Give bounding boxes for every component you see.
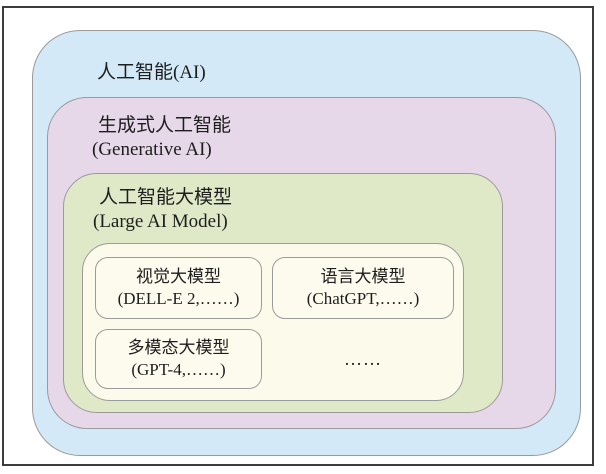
model-box-multimodal: 多模态大模型 (GPT-4,……) <box>95 329 262 389</box>
layer-large-ai-model: 人工智能大模型 (Large AI Model) 视觉大模型 (DELL-E 2… <box>63 173 503 413</box>
model-box-visual: 视觉大模型 (DELL-E 2,……) <box>95 257 262 319</box>
large-model-title-en: (Large AI Model) <box>93 211 228 232</box>
visual-model-name: 视觉大模型 <box>136 267 221 286</box>
generative-title-zh: 生成式人工智能 <box>98 115 232 136</box>
visual-model-examples: (DELL-E 2,……) <box>117 289 240 308</box>
layer-generative-title: 生成式人工智能 (Generative AI) <box>92 114 231 162</box>
model-box-language: 语言大模型 (ChatGPT,……) <box>272 257 454 319</box>
layer-large-model-title: 人工智能大模型 (Large AI Model) <box>93 186 232 234</box>
language-model-examples: (ChatGPT,……) <box>306 289 420 308</box>
more-models-ellipsis: …… <box>344 348 382 369</box>
ai-title-text: 人工智能(AI) <box>97 62 206 83</box>
multimodal-model-name: 多模态大模型 <box>127 338 230 357</box>
outer-frame: 人工智能(AI) 生成式人工智能 (Generative AI) 人工智能大模型… <box>2 6 594 466</box>
generative-title-en: (Generative AI) <box>92 139 212 160</box>
layer-ai: 人工智能(AI) 生成式人工智能 (Generative AI) 人工智能大模型… <box>32 30 581 456</box>
layer-ai-title: 人工智能(AI) <box>97 61 206 85</box>
language-model-name: 语言大模型 <box>320 267 406 286</box>
layer-generative-ai: 生成式人工智能 (Generative AI) 人工智能大模型 (Large A… <box>47 97 556 429</box>
multimodal-model-examples: (GPT-4,……) <box>131 360 226 379</box>
model-group-box: 视觉大模型 (DELL-E 2,……) 语言大模型 (ChatGPT,……) 多… <box>82 243 464 401</box>
large-model-title-zh: 人工智能大模型 <box>99 187 233 208</box>
